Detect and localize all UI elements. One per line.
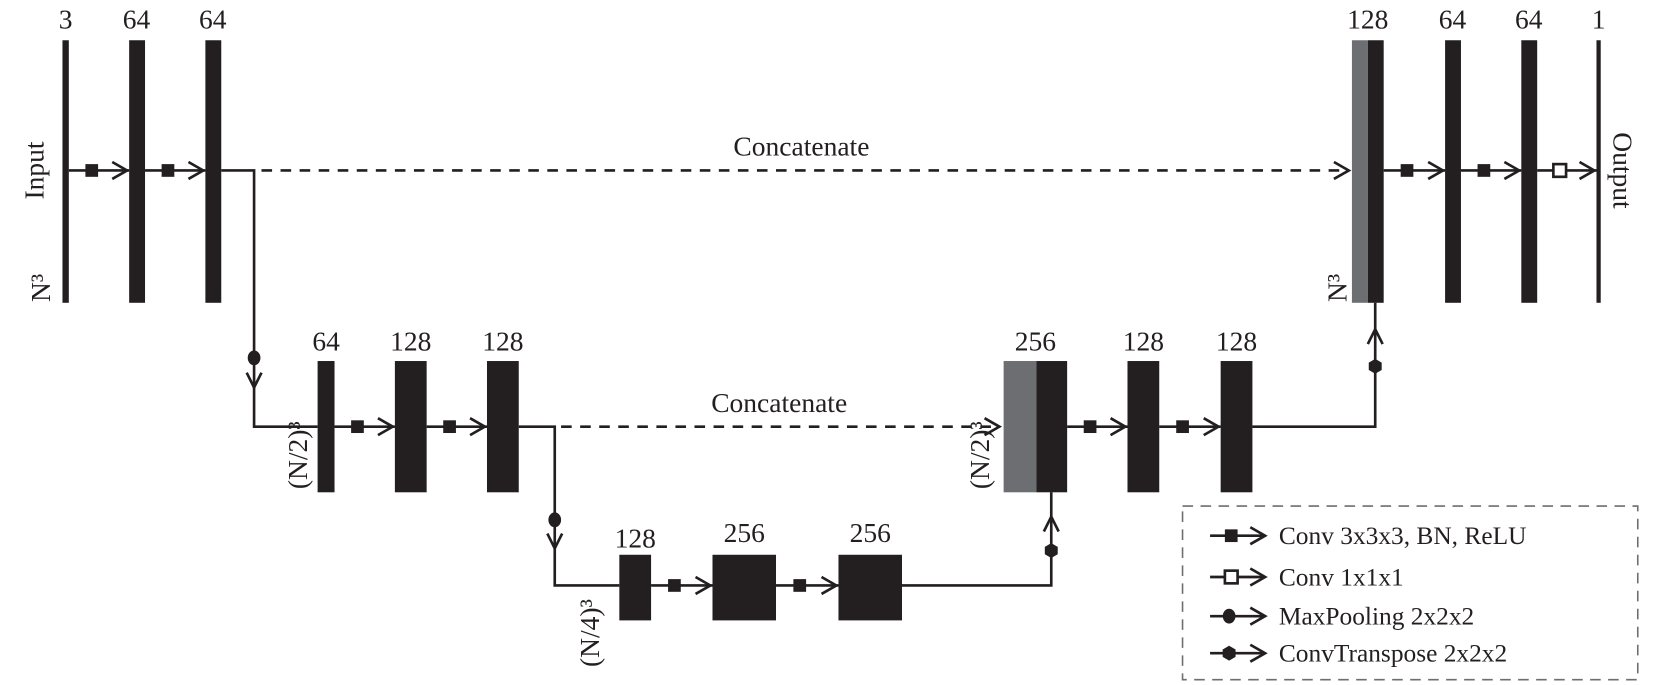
feature-map-block (1596, 40, 1601, 303)
arrowhead-icon (1249, 526, 1268, 546)
conv3x3-marker-icon (793, 579, 807, 592)
arrowhead-icon (546, 532, 564, 552)
conv3x3-marker-icon (1224, 529, 1238, 543)
channel-label: 64 (312, 325, 340, 356)
convtranspose-marker-icon (1368, 358, 1382, 374)
feature-map-block (62, 40, 69, 303)
channel-label: 64 (1515, 4, 1543, 35)
arrowhead-icon (1333, 160, 1352, 181)
legend-label: Conv 1x1x1 (1279, 563, 1404, 591)
output-label: Output (1607, 132, 1638, 209)
feature-map-block (619, 554, 652, 621)
channel-label: 128 (1123, 325, 1164, 356)
channel-label: 256 (850, 517, 891, 548)
arrowhead-icon (820, 575, 840, 596)
feature-map-block (1036, 361, 1068, 493)
arrowhead-icon (469, 417, 488, 437)
maxpool-marker-icon (247, 350, 261, 366)
arrowhead-icon (1427, 160, 1446, 181)
feature-map-block (1445, 40, 1461, 303)
conv3x3-marker-icon (161, 164, 175, 177)
conv3x3-marker-icon (351, 420, 364, 434)
conv3x3-marker-icon (1176, 420, 1189, 434)
filled-square-arrow-icon (1210, 526, 1268, 546)
legend-label: MaxPooling 2x2x2 (1279, 603, 1474, 631)
arrowhead-icon (1249, 606, 1268, 626)
input-label: Input (18, 141, 49, 199)
arrowhead-icon (111, 160, 130, 181)
conv3x3-marker-icon (1400, 164, 1414, 177)
arrowhead-icon (187, 160, 206, 181)
channel-label: 128 (1347, 4, 1388, 35)
convtranspose-marker-icon (1044, 543, 1058, 558)
channel-label: 128 (390, 325, 431, 356)
maxpool-marker-icon (1222, 608, 1236, 624)
arrowhead-icon (694, 575, 714, 596)
arrowhead-icon (1249, 643, 1268, 663)
resolution-label: (N/2)³ (282, 421, 313, 489)
channel-label: 1 (1592, 4, 1606, 35)
conv3x3-marker-icon (443, 420, 456, 434)
channel-label: 256 (1015, 325, 1056, 356)
feature-map-block (317, 361, 335, 493)
feature-map-block (129, 40, 146, 303)
arrowhead-icon (1578, 160, 1598, 181)
circle-arrow-icon (1210, 606, 1268, 626)
channel-label: 256 (724, 517, 765, 548)
channel-label: 64 (1439, 4, 1467, 35)
conv3x3-marker-icon (1477, 164, 1491, 177)
channel-label: 64 (199, 4, 227, 35)
skip-connection-label: Concatenate (733, 131, 869, 162)
arrowhead-icon (1503, 160, 1522, 181)
resolution-label: N³ (25, 274, 56, 302)
channel-label: 128 (1216, 325, 1257, 356)
open-square-arrow-icon (1210, 567, 1268, 587)
connection-line (1252, 302, 1377, 428)
feature-map-block (486, 361, 519, 493)
arrowhead-icon (1042, 513, 1060, 533)
maxpool-marker-icon (548, 512, 562, 528)
arrowhead-icon (245, 372, 263, 391)
conv3x3-marker-icon (668, 579, 681, 592)
feature-map-block (394, 361, 427, 493)
feature-map-block (1367, 40, 1384, 303)
concatenated-block (1003, 361, 1037, 493)
channel-label: 64 (123, 4, 151, 35)
hexagon-arrow-icon (1210, 643, 1268, 663)
connection-line (901, 492, 1053, 587)
conv3x3-marker-icon (1083, 420, 1097, 434)
arrowhead-icon (1249, 567, 1268, 587)
resolution-label: N³ (1322, 274, 1353, 302)
feature-map-block (1521, 40, 1538, 303)
legend-label: ConvTranspose 2x2x2 (1279, 640, 1507, 668)
feature-map-block (1127, 361, 1160, 493)
conv3x3-marker-icon (85, 164, 99, 177)
feature-map-block (205, 40, 222, 303)
channel-label: 128 (482, 325, 523, 356)
skip-connection-label: Concatenate (711, 387, 847, 418)
legend-label: Conv 3x3x3, BN, ReLU (1279, 522, 1527, 550)
resolution-label: (N/4)³ (574, 599, 605, 667)
feature-map-block (1220, 361, 1253, 493)
concatenated-block (1351, 40, 1368, 303)
legend: Conv 3x3x3, BN, ReLU Conv 1x1x1 MaxPooli… (1181, 505, 1639, 681)
arrowhead-icon (983, 417, 1003, 437)
conv1x1-marker-icon (1552, 162, 1568, 179)
arrowhead-icon (1109, 417, 1129, 437)
channel-label: 128 (615, 522, 656, 553)
arrowhead-icon (1366, 326, 1384, 345)
feature-map-block (838, 554, 902, 621)
connection-line (518, 425, 620, 587)
conv1x1-marker-icon (1223, 569, 1239, 585)
channel-label: 3 (59, 4, 73, 35)
convtranspose-marker-icon (1222, 645, 1236, 661)
arrowhead-icon (1203, 417, 1222, 437)
legend-border (1181, 505, 1639, 681)
feature-map-block (712, 554, 777, 621)
connection-line (221, 169, 318, 428)
arrowhead-icon (377, 417, 396, 437)
resolution-label: (N/2)³ (964, 421, 995, 489)
